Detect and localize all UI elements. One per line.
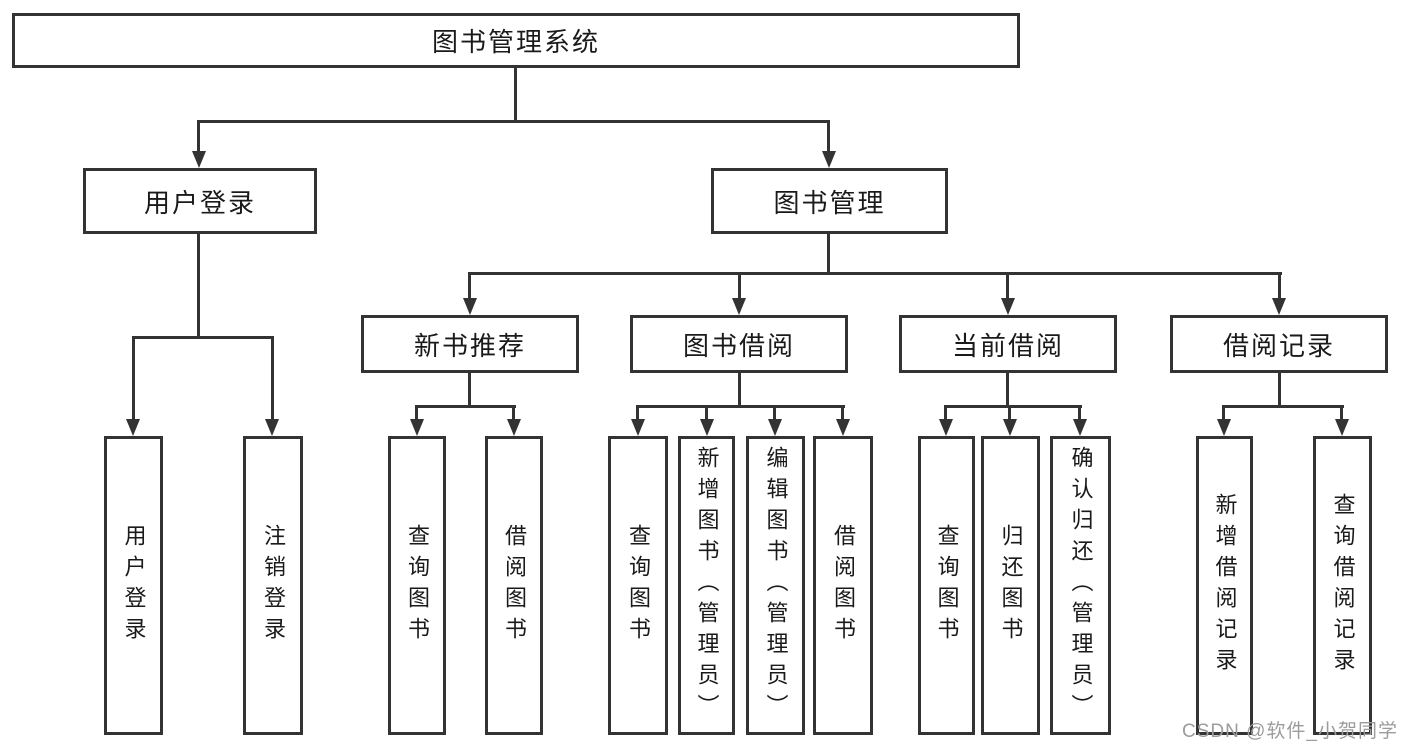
leaf-logout: 注销登录 xyxy=(243,436,303,735)
leaf-borrow-borrow-books-label: 借阅图书 xyxy=(831,523,856,648)
leaf-logout-label: 注销登录 xyxy=(261,523,286,648)
leaf-current-query-books-label: 查询图书 xyxy=(934,523,960,648)
node-borrow-records-label: 借阅记录 xyxy=(1222,330,1335,361)
connector-line xyxy=(1006,272,1009,298)
connector-line xyxy=(1222,405,1225,419)
leaf-borrow-borrow-books: 借阅图书 xyxy=(813,436,873,735)
connector-line xyxy=(636,405,845,408)
arrowhead-down-icon xyxy=(126,419,140,436)
leaf-borrow-query-books: 查询图书 xyxy=(608,436,668,735)
node-root-label: 图书管理系统 xyxy=(431,27,600,57)
leaf-recommend-query-books: 查询图书 xyxy=(388,436,446,735)
leaf-borrow-edit-books-label: 编辑图书（管理员） xyxy=(763,446,789,725)
arrowhead-down-icon xyxy=(700,419,714,436)
connector-line xyxy=(132,336,135,419)
arrowhead-down-icon xyxy=(1003,419,1017,436)
leaf-current-confirm-return-label: 确认归还（管理员） xyxy=(1068,446,1094,725)
connector-line xyxy=(773,405,776,419)
node-current-borrow-label: 当前借阅 xyxy=(951,330,1064,361)
arrowhead-down-icon xyxy=(410,419,424,436)
leaf-user-login-label: 用户登录 xyxy=(121,523,147,648)
leaf-current-query-books: 查询图书 xyxy=(918,436,975,735)
connector-line xyxy=(1006,373,1009,405)
arrowhead-down-icon xyxy=(1217,419,1231,436)
connector-line xyxy=(944,405,947,419)
connector-line xyxy=(197,234,200,336)
leaf-current-return-books-label: 归还图书 xyxy=(998,523,1024,648)
arrowhead-down-icon xyxy=(836,419,850,436)
node-book-borrow-label: 图书借阅 xyxy=(682,330,795,361)
connector-line xyxy=(416,405,516,408)
connector-line xyxy=(738,272,741,298)
leaf-records-query-record: 查询借阅记录 xyxy=(1313,436,1372,735)
connector-line xyxy=(197,120,200,151)
node-new-book-recommend-label: 新书推荐 xyxy=(413,330,526,361)
arrowhead-down-icon xyxy=(1073,419,1087,436)
leaf-recommend-query-books-label: 查询图书 xyxy=(405,523,430,648)
leaf-recommend-borrow-books: 借阅图书 xyxy=(485,436,543,735)
arrowhead-down-icon xyxy=(822,151,836,168)
node-current-borrow: 当前借阅 xyxy=(899,315,1117,373)
watermark: CSDN @软件_小贺同学 xyxy=(1182,721,1398,742)
arrowhead-down-icon xyxy=(939,419,953,436)
connector-line xyxy=(636,405,639,419)
leaf-current-return-books: 归还图书 xyxy=(981,436,1040,735)
leaf-recommend-borrow-books-label: 借阅图书 xyxy=(502,523,527,648)
arrowhead-down-icon xyxy=(1001,298,1015,315)
arrowhead-down-icon xyxy=(1335,419,1349,436)
node-book-borrow: 图书借阅 xyxy=(630,315,848,373)
connector-line xyxy=(132,336,274,339)
connector-line xyxy=(468,373,471,405)
leaf-borrow-edit-books: 编辑图书（管理员） xyxy=(746,436,805,735)
connector-line xyxy=(1223,405,1344,408)
node-book-management: 图书管理 xyxy=(711,168,948,234)
arrowhead-down-icon xyxy=(768,419,782,436)
arrowhead-down-icon xyxy=(265,419,279,436)
leaf-borrow-query-books-label: 查询图书 xyxy=(626,523,651,648)
leaf-records-query-record-label: 查询借阅记录 xyxy=(1330,492,1356,679)
node-root: 图书管理系统 xyxy=(12,13,1020,68)
leaf-current-confirm-return: 确认归还（管理员） xyxy=(1050,436,1111,735)
arrowhead-down-icon xyxy=(192,151,206,168)
connector-line xyxy=(271,336,274,419)
connector-line xyxy=(1008,405,1011,419)
connector-line xyxy=(841,405,844,419)
leaf-records-add-record-label: 新增借阅记录 xyxy=(1212,492,1238,679)
connector-line xyxy=(827,234,830,272)
connector-line xyxy=(197,120,830,123)
connector-line xyxy=(415,405,418,419)
node-user-login-label: 用户登录 xyxy=(143,187,256,218)
arrowhead-down-icon xyxy=(1272,298,1286,315)
connector-line xyxy=(512,405,515,419)
connector-line xyxy=(705,405,708,419)
node-borrow-records: 借阅记录 xyxy=(1170,315,1388,373)
arrowhead-down-icon xyxy=(631,419,645,436)
node-book-management-label: 图书管理 xyxy=(773,187,886,218)
leaf-borrow-add-books-label: 新增图书（管理员） xyxy=(694,446,720,725)
leaf-user-login: 用户登录 xyxy=(104,436,163,735)
connector-line xyxy=(1340,405,1343,419)
connector-line xyxy=(945,405,1082,408)
arrowhead-down-icon xyxy=(507,419,521,436)
connector-line xyxy=(1278,373,1281,405)
leaf-records-add-record: 新增借阅记录 xyxy=(1196,436,1253,735)
connector-line xyxy=(1078,405,1081,419)
connector-line xyxy=(514,68,517,120)
connector-line xyxy=(468,272,471,298)
leaf-borrow-add-books: 新增图书（管理员） xyxy=(678,436,735,735)
connector-line xyxy=(469,272,1282,275)
connector-line xyxy=(827,120,830,151)
node-new-book-recommend: 新书推荐 xyxy=(361,315,579,373)
node-user-login: 用户登录 xyxy=(83,168,317,234)
connector-line xyxy=(1278,272,1281,298)
connector-line xyxy=(738,373,741,405)
arrowhead-down-icon xyxy=(732,298,746,315)
arrowhead-down-icon xyxy=(463,298,477,315)
